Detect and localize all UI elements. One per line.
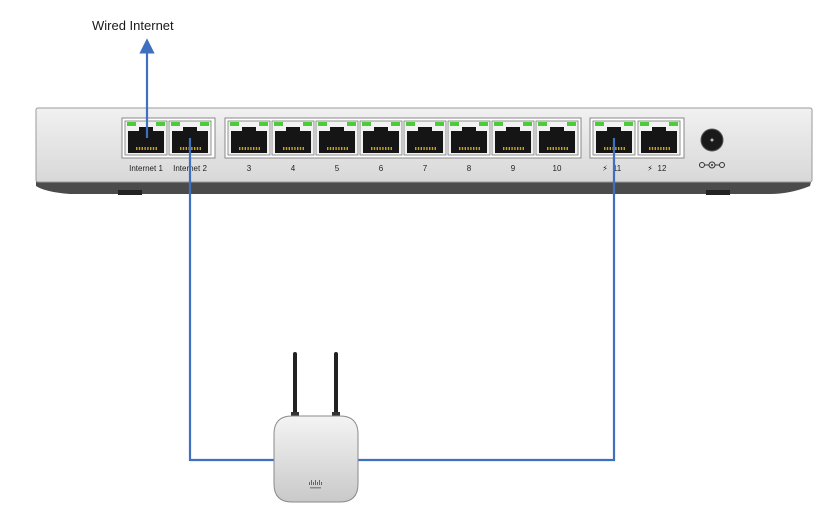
link-led-right — [347, 122, 356, 126]
port-label: 5 — [335, 164, 340, 173]
jack-pins — [503, 147, 524, 150]
antenna-left — [293, 352, 297, 418]
jack-pins — [547, 147, 568, 150]
port-label: 12 — [658, 164, 667, 173]
link-led-right — [303, 122, 312, 126]
jack-pins — [371, 147, 392, 150]
ethernet-port — [271, 120, 315, 156]
ethernet-port — [359, 120, 403, 156]
switch-foot-left — [118, 190, 142, 195]
link-led-right — [567, 122, 576, 126]
ethernet-port — [124, 120, 168, 156]
port-label: 11 — [613, 164, 622, 173]
wired-internet-label: Wired Internet — [92, 18, 174, 33]
link-led-left — [494, 122, 503, 126]
cisco-logo-icon — [309, 480, 322, 489]
link-led-right — [156, 122, 165, 126]
jack-pins — [327, 147, 348, 150]
link-led-right — [669, 122, 678, 126]
rj45-jack — [363, 127, 399, 153]
port-label: 6 — [379, 164, 384, 173]
ethernet-port — [403, 120, 447, 156]
rj45-jack — [451, 127, 487, 153]
port-label: 10 — [553, 164, 562, 173]
antenna-right — [334, 352, 338, 418]
link-led-left — [274, 122, 283, 126]
rj45-jack — [641, 127, 677, 153]
link-led-left — [450, 122, 459, 126]
access-point-body — [273, 415, 359, 503]
jack-pins — [239, 147, 260, 150]
link-led-left — [538, 122, 547, 126]
port-label: 4 — [291, 164, 296, 173]
rj45-jack — [231, 127, 267, 153]
link-led-left — [171, 122, 180, 126]
jack-pins — [459, 147, 480, 150]
ethernet-port — [447, 120, 491, 156]
jack-pins — [136, 147, 157, 150]
ethernet-port — [637, 120, 681, 156]
rj45-jack — [495, 127, 531, 153]
jack-pins — [649, 147, 670, 150]
access-point — [273, 352, 359, 503]
link-led-left — [595, 122, 604, 126]
link-led-left — [362, 122, 371, 126]
cable-internet2-to-ap — [188, 138, 276, 462]
dc-polarity-icon — [699, 161, 725, 169]
link-led-right — [391, 122, 400, 126]
link-led-left — [318, 122, 327, 126]
ethernet-port — [227, 120, 271, 156]
rj45-jack — [407, 127, 443, 153]
link-led-right — [523, 122, 532, 126]
ethernet-port — [535, 120, 579, 156]
cable-port11-to-ap — [356, 138, 616, 462]
link-led-left — [406, 122, 415, 126]
link-led-right — [624, 122, 633, 126]
poe-lightning-icon: ⚡ — [602, 164, 608, 173]
link-led-right — [435, 122, 444, 126]
jack-pins — [415, 147, 436, 150]
ethernet-port — [491, 120, 535, 156]
port-label: 7 — [423, 164, 428, 173]
rj45-jack — [319, 127, 355, 153]
ethernet-port — [315, 120, 359, 156]
link-led-right — [479, 122, 488, 126]
port-label: Internet 1 — [129, 164, 163, 173]
link-led-left — [230, 122, 239, 126]
switch-foot-right — [706, 190, 730, 195]
poe-lightning-icon: ⚡ — [647, 164, 653, 173]
port-label: 8 — [467, 164, 472, 173]
jack-pins — [283, 147, 304, 150]
port-label: 3 — [247, 164, 252, 173]
link-led-left — [640, 122, 649, 126]
link-led-right — [259, 122, 268, 126]
link-led-left — [127, 122, 136, 126]
rj45-jack — [539, 127, 575, 153]
rj45-jack — [128, 127, 164, 153]
link-led-right — [200, 122, 209, 126]
rj45-jack — [275, 127, 311, 153]
port-label: 9 — [511, 164, 516, 173]
